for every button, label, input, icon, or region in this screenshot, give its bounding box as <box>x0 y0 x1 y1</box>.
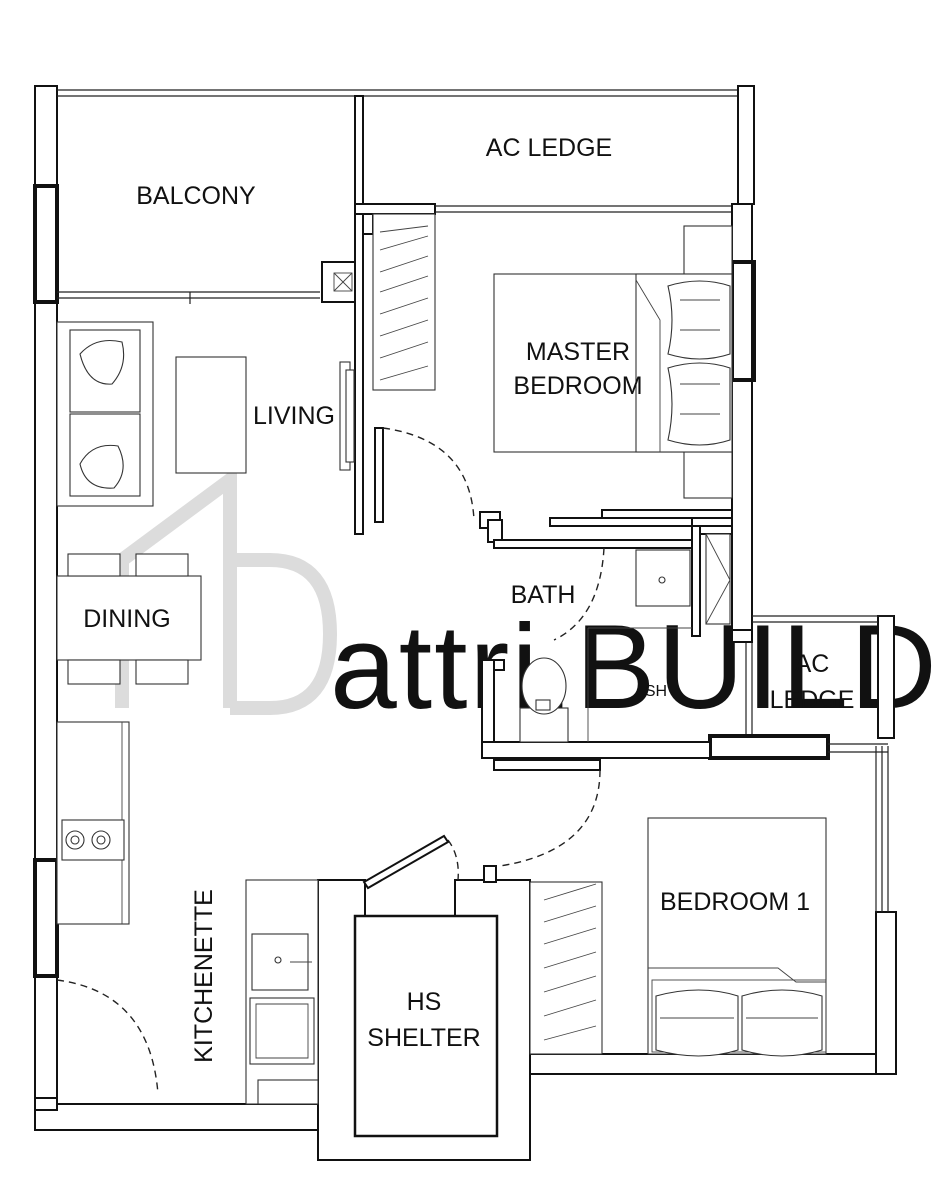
ac-ledge-top-label: AC LEDGE <box>486 134 612 162</box>
bedroom1-label: BEDROOM 1 <box>660 888 810 916</box>
kitchenette-counter <box>245 879 319 1105</box>
sh-label: SH <box>645 683 667 700</box>
kitchenette-label: KITCHENETTE <box>190 889 218 1063</box>
door-swings <box>56 427 605 1095</box>
living-label: LIVING <box>253 402 335 430</box>
master-bedroom-label-line1: MASTER <box>526 338 630 366</box>
interior-walls <box>57 213 753 883</box>
shower-niche <box>705 533 731 625</box>
coffee-table <box>175 356 247 474</box>
master-wardrobe <box>372 213 436 391</box>
hs-shelter-label-line1: HS <box>407 988 442 1016</box>
room-labels: BALCONY AC LEDGE LIVING MASTER BEDROOM D… <box>83 134 854 1063</box>
balcony-label: BALCONY <box>136 182 256 210</box>
bedroom1-wardrobe <box>529 881 603 1055</box>
master-bedroom-label-line2: BEDROOM <box>513 372 642 400</box>
hs-shelter-label-line2: SHELTER <box>367 1024 480 1052</box>
ac-ledge-right-label-line1: AC <box>795 650 830 678</box>
bath-label: BATH <box>511 581 576 609</box>
dining-label: DINING <box>83 605 171 633</box>
furniture <box>56 213 827 1105</box>
dining-table <box>56 575 202 661</box>
ac-ledge-right-label-line2: LEDGE <box>770 686 855 714</box>
